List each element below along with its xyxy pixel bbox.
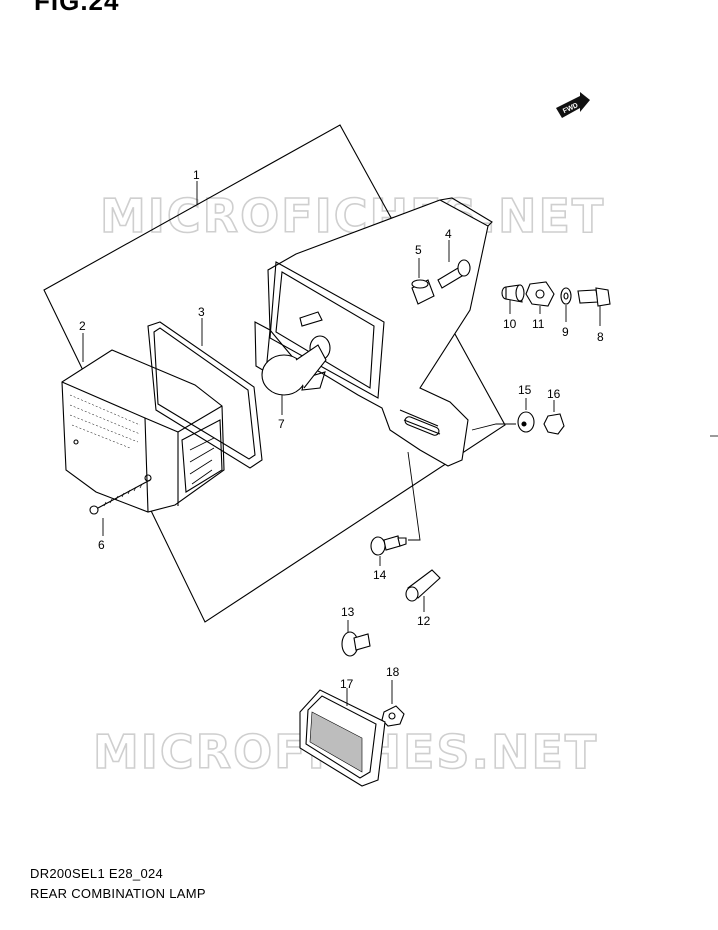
callout-6: 6 (98, 538, 105, 552)
callout-15: 15 (518, 383, 532, 397)
model-code: DR200SEL1 E28_024 (30, 866, 164, 881)
lens-gasket (147, 321, 263, 469)
callout-18: 18 (386, 665, 400, 679)
collar (411, 279, 435, 305)
stud-bolt (437, 259, 471, 289)
callout-8: 8 (597, 330, 604, 344)
callout-11: 11 (532, 317, 545, 331)
figure-title: FIG.24 (34, 0, 120, 16)
callout-7: 7 (278, 417, 285, 431)
callout-5: 5 (415, 243, 422, 257)
lens-screw (89, 479, 151, 515)
diagram-title: REAR COMBINATION LAMP (30, 886, 206, 901)
cushion (501, 284, 525, 303)
bulb (261, 344, 327, 396)
grommet (405, 569, 441, 602)
callout-1: 1 (193, 168, 200, 182)
bolt (577, 287, 611, 307)
callout-10: 10 (503, 317, 517, 331)
nut-plate (525, 281, 555, 307)
leader-lines (82, 181, 601, 706)
plate-screw (370, 535, 407, 556)
rivet (341, 631, 371, 657)
callout-13: 13 (341, 605, 355, 619)
callout-9: 9 (562, 325, 569, 339)
callout-16: 16 (547, 387, 561, 401)
reflector (299, 689, 386, 787)
callout-3: 3 (198, 305, 205, 319)
callout-14: 14 (373, 568, 387, 582)
callout-17: 17 (340, 677, 354, 691)
forward-arrow-icon: FWD (556, 92, 590, 118)
washer (560, 287, 572, 305)
nut (543, 413, 565, 435)
washer-rubber (517, 411, 535, 433)
callout-4: 4 (445, 227, 452, 241)
callout-2: 2 (79, 319, 86, 333)
tail-lens (61, 349, 225, 513)
lamp-housing (254, 197, 493, 467)
callout-12: 12 (417, 614, 431, 628)
